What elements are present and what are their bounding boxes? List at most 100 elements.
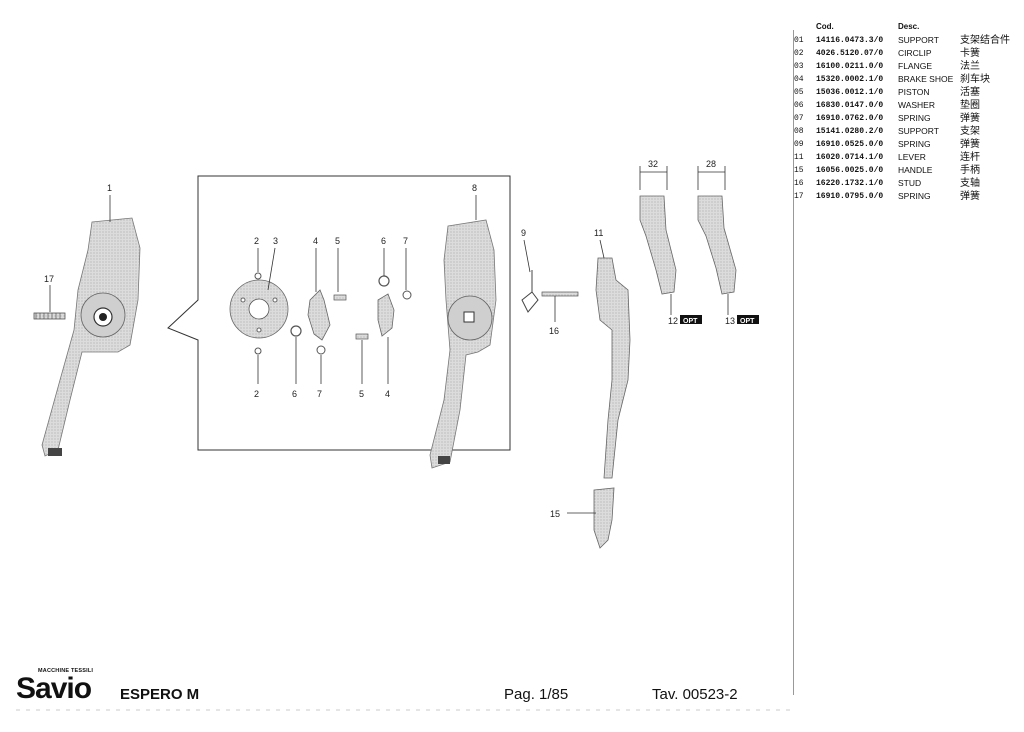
description-cell: CIRCLIP — [898, 48, 932, 58]
description-cell: SPRING — [898, 113, 931, 123]
chinese-description-cell: 弹簧 — [960, 139, 980, 150]
opt-label-13: OPT — [740, 318, 755, 325]
support-part-8 — [429, 219, 497, 469]
opt-badge-12 — [680, 315, 702, 324]
position-cell: 04 — [794, 75, 804, 84]
position-cell: 06 — [794, 101, 804, 110]
circlip-part-2-top — [254, 272, 262, 280]
position-cell: 03 — [794, 62, 804, 71]
description-cell: SUPPORT — [898, 35, 939, 45]
dimension-32 — [639, 166, 668, 190]
code-cell: 14116.0473.3/0 — [816, 36, 884, 45]
position-cell: 15 — [794, 166, 804, 175]
flange-part-3 — [229, 279, 289, 339]
position-cell: 07 — [794, 114, 804, 123]
code-cell: 16056.0025.0/0 — [816, 166, 884, 175]
table-row: 15 16056.0025.0/0 HANDLE 手柄 — [794, 164, 1022, 177]
description-cell: SUPPORT — [898, 126, 939, 136]
description-cell: BRAKE SHOE — [898, 74, 954, 84]
stud-part-16 — [541, 291, 579, 297]
description-cell: FLANGE — [898, 61, 933, 71]
chinese-description-cell: 支轴 — [960, 178, 980, 189]
chinese-description-cell: 手柄 — [960, 165, 980, 176]
description-cell: LEVER — [898, 152, 926, 162]
exploded-inset-frame — [167, 175, 511, 451]
table-row: 09 16910.0525.0/0 SPRING 弹簧 — [794, 138, 1022, 151]
callout-12: 12 — [668, 316, 678, 326]
optional-part-12 — [639, 195, 677, 295]
code-cell: 16220.1732.1/0 — [816, 179, 884, 188]
callout-5-top: 5 — [335, 236, 340, 246]
callout-6-top: 6 — [381, 236, 386, 246]
position-cell: 02 — [794, 49, 804, 58]
dimension-28 — [697, 166, 726, 190]
dimension-28-label: 28 — [706, 159, 716, 169]
description-cell: SPRING — [898, 191, 931, 201]
callout-16: 16 — [549, 326, 559, 336]
table-row: 17 16910.0795.0/0 SPRING 弹簧 — [794, 190, 1022, 203]
desc-column-header: Desc. — [898, 22, 920, 31]
code-cell: 16910.0525.0/0 — [816, 140, 884, 149]
position-cell: 05 — [794, 88, 804, 97]
leader-lines — [49, 195, 729, 514]
callout-3: 3 — [273, 236, 278, 246]
chinese-description-cell: 垫圈 — [960, 100, 980, 111]
chinese-description-cell: 卡簧 — [960, 48, 980, 59]
description-cell: WASHER — [898, 100, 935, 110]
callout-6-bottom: 6 — [292, 389, 297, 399]
callout-7-top: 7 — [403, 236, 408, 246]
callout-7-bottom: 7 — [317, 389, 322, 399]
position-cell: 08 — [794, 127, 804, 136]
description-cell: SPRING — [898, 139, 931, 149]
chinese-description-cell: 弹簧 — [960, 191, 980, 202]
callout-8: 8 — [472, 183, 477, 193]
dimension-32-label: 32 — [648, 159, 658, 169]
brand-name: Savio — [16, 672, 92, 705]
table-reference: Tav. 00523-2 — [652, 686, 738, 703]
opt-label-12: OPT — [683, 318, 698, 325]
chinese-description-cell: 刹车块 — [960, 74, 990, 85]
code-cell: 15036.0012.1/0 — [816, 88, 884, 97]
chinese-description-cell: 连杆 — [960, 152, 980, 163]
spring-part-9 — [521, 270, 539, 313]
position-cell: 16 — [794, 179, 804, 188]
table-row: 05 15036.0012.1/0 PISTON 活塞 — [794, 86, 1022, 99]
callout-9: 9 — [521, 228, 526, 238]
parts-table-header: Cod. Desc. — [794, 22, 1022, 34]
table-row: 06 16830.0147.0/0 WASHER 垫圈 — [794, 99, 1022, 112]
code-cell: 15320.0002.1/0 — [816, 75, 884, 84]
code-cell: 16100.0211.0/0 — [816, 62, 884, 71]
page-number: Pag. 1/85 — [504, 686, 569, 703]
washer-part-6-left — [290, 325, 302, 337]
position-cell: 17 — [794, 192, 804, 201]
piston-part-5-top — [333, 294, 347, 301]
support-part-1 — [41, 217, 141, 457]
callout-11: 11 — [594, 228, 603, 238]
description-cell: STUD — [898, 178, 922, 188]
code-cell: 16910.0795.0/0 — [816, 192, 884, 201]
handle-part-15 — [593, 487, 615, 549]
chinese-description-cell: 支架结合件 — [960, 35, 1010, 46]
chinese-description-cell: 弹簧 — [960, 113, 980, 124]
code-column-header: Cod. — [816, 22, 834, 31]
brake-shoe-part-4-bottom — [377, 293, 395, 337]
optional-part-13 — [697, 195, 737, 295]
code-cell: 16910.0762.0/0 — [816, 114, 884, 123]
description-cell: HANDLE — [898, 165, 933, 175]
code-cell: 16830.0147.0/0 — [816, 101, 884, 110]
callout-2-bottom: 2 — [254, 389, 259, 399]
spring-part-7-right — [402, 290, 412, 300]
spring-part-7-left — [316, 345, 326, 355]
position-cell: 09 — [794, 140, 804, 149]
piston-part-5-bottom — [355, 333, 369, 340]
table-divider — [793, 30, 794, 695]
brand-tagline: MACCHINE TESSILI — [38, 668, 94, 674]
description-cell: PISTON — [898, 87, 930, 97]
callout-4-bottom: 4 — [385, 389, 390, 399]
chinese-description-cell: 活塞 — [960, 87, 980, 98]
